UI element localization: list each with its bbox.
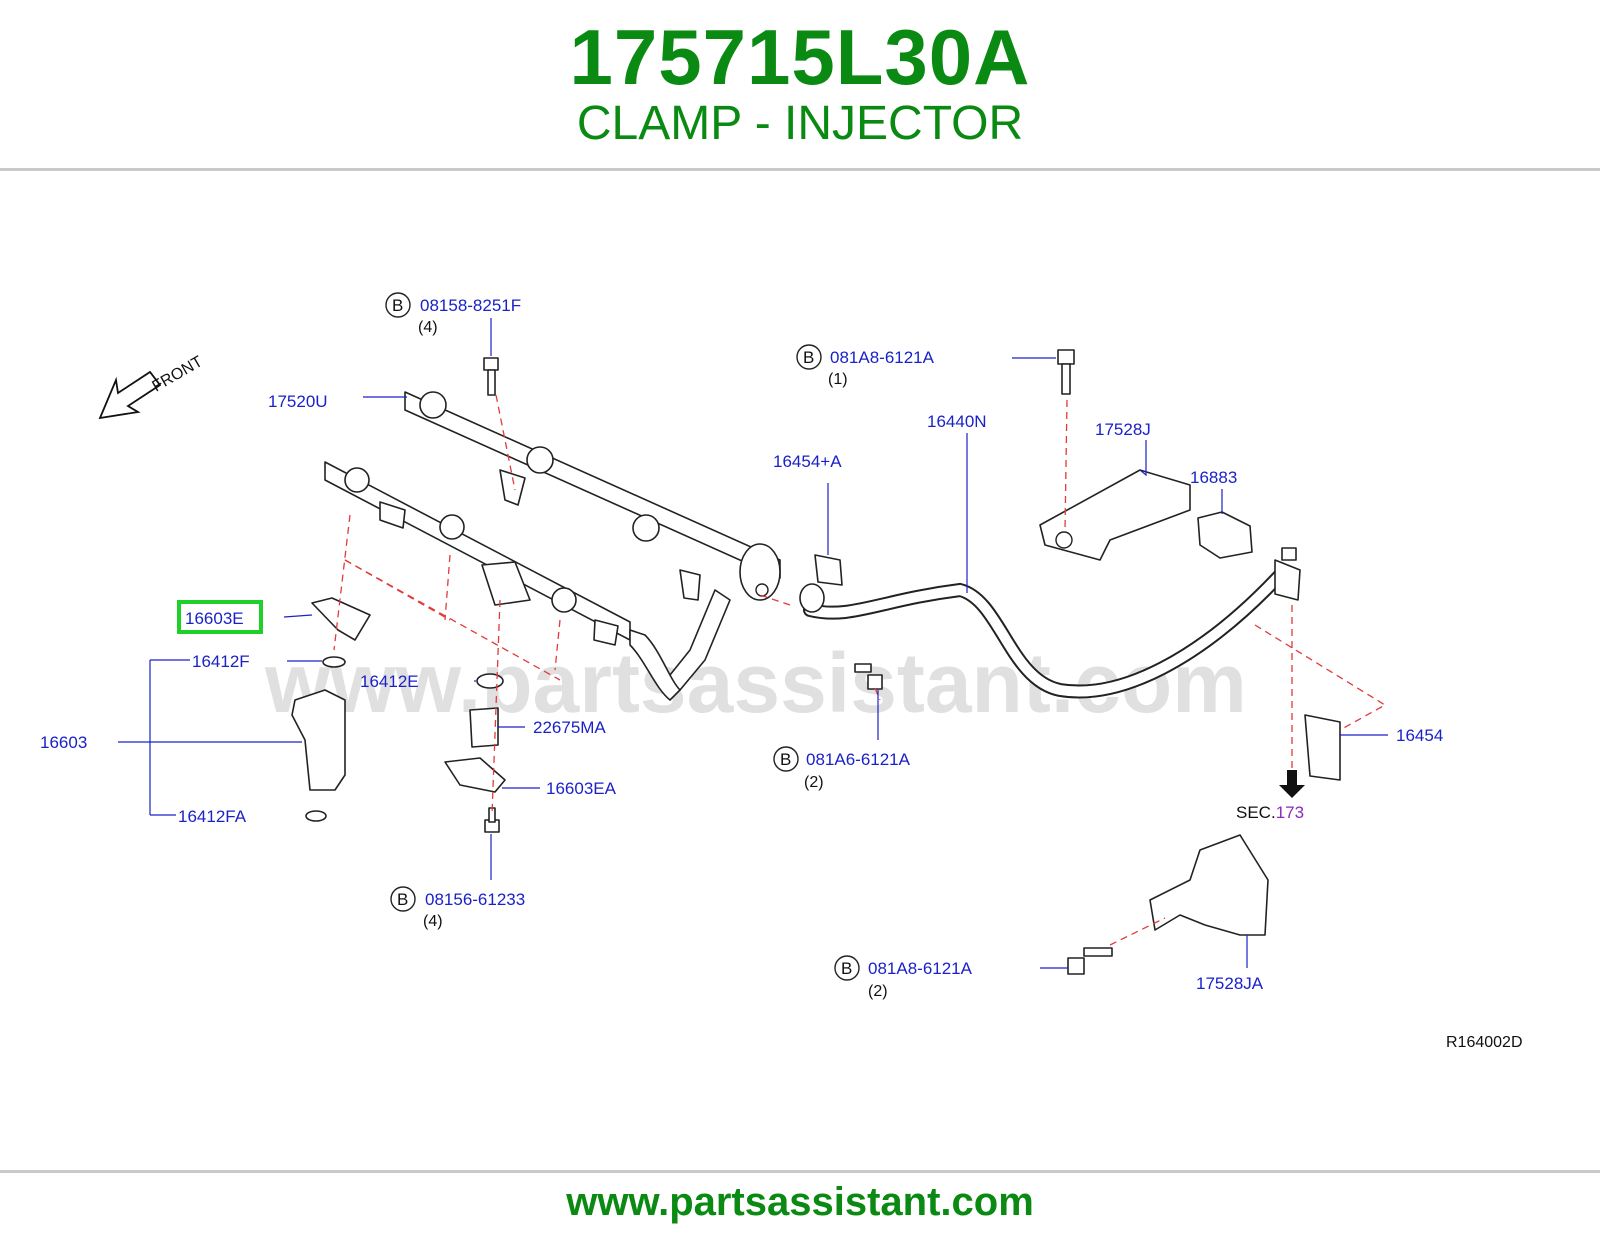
header: 175715L30A CLAMP - INJECTOR bbox=[0, 0, 1600, 168]
injector-clamp bbox=[311, 597, 371, 641]
clamp-16883 bbox=[1197, 511, 1253, 559]
callout-08156-61233[interactable]: 08156-61233 bbox=[425, 890, 525, 909]
callout-16454[interactable]: 16454 bbox=[1396, 726, 1443, 745]
callout-16603ea[interactable]: 16603EA bbox=[546, 779, 617, 798]
callout-16883[interactable]: 16883 bbox=[1190, 468, 1237, 487]
section-arrow-icon bbox=[1279, 770, 1305, 798]
gasket-16603ea bbox=[444, 757, 506, 793]
parts-diagram: www.partsassistant.com FRONT bbox=[40, 292, 1523, 1051]
callout-17528ja[interactable]: 17528JA bbox=[1196, 974, 1264, 993]
callout-qty: (4) bbox=[418, 319, 438, 336]
callout-16603[interactable]: 16603 bbox=[40, 733, 87, 752]
leader-lines bbox=[118, 318, 1388, 969]
callout-081a6-6121a[interactable]: 081A6-6121A bbox=[806, 750, 911, 769]
bolt-icon bbox=[1067, 947, 1113, 975]
bolt-marker-icon: B bbox=[385, 292, 411, 318]
header-divider bbox=[0, 168, 1600, 171]
callout-qty: (1) bbox=[828, 371, 848, 388]
bolt-marker-icon: B bbox=[796, 344, 822, 370]
bolt-marker-icon: B bbox=[834, 955, 860, 981]
hose-clip-lower bbox=[1304, 714, 1341, 781]
bolt-icon bbox=[483, 357, 499, 396]
hose-clip-upper bbox=[814, 554, 843, 586]
part-description: CLAMP - INJECTOR bbox=[576, 97, 1024, 150]
fuel-hose bbox=[799, 547, 1301, 699]
svg-text:B: B bbox=[803, 348, 814, 367]
callout-16454a[interactable]: 16454+A bbox=[773, 452, 842, 471]
footer-divider bbox=[0, 1170, 1600, 1173]
part-number-title: 175715L30A bbox=[569, 13, 1031, 101]
bolt-marker-icon: B bbox=[390, 886, 416, 912]
callout-qty: (4) bbox=[423, 913, 443, 930]
fuel-rail-lower bbox=[324, 461, 681, 701]
bolt-icon bbox=[1057, 349, 1075, 395]
callout-22675ma[interactable]: 22675MA bbox=[533, 718, 606, 737]
highlight-box bbox=[177, 600, 263, 634]
front-label: FRONT bbox=[150, 353, 206, 395]
callout-16440n[interactable]: 16440N bbox=[927, 412, 987, 431]
fuel-injector bbox=[291, 689, 346, 791]
watermark: www.partsassistant.com bbox=[264, 636, 1247, 730]
svg-text:B: B bbox=[397, 890, 408, 909]
fuel-rail-upper bbox=[404, 391, 781, 691]
assembly-lines bbox=[333, 394, 1387, 946]
bracket-17528j bbox=[1039, 469, 1191, 561]
callout-qty: (2) bbox=[804, 774, 824, 791]
front-arrow-icon bbox=[98, 370, 162, 420]
footer-website[interactable]: www.partsassistant.com bbox=[566, 1180, 1034, 1224]
callout-sec[interactable]: SEC.173 bbox=[1236, 803, 1304, 822]
bolt-marker-icon: B bbox=[773, 746, 799, 772]
o-ring-16412fa bbox=[305, 810, 327, 822]
svg-text:B: B bbox=[780, 750, 791, 769]
callout-16412e[interactable]: 16412E bbox=[360, 672, 419, 691]
insulator-22675ma bbox=[469, 707, 499, 748]
seal-16412e bbox=[476, 673, 504, 689]
callout-081a8-6121a-bottom[interactable]: 081A8-6121A bbox=[868, 959, 973, 978]
callout-16412fa[interactable]: 16412FA bbox=[178, 807, 247, 826]
callout-17520u[interactable]: 17520U bbox=[268, 392, 328, 411]
bolt-icon bbox=[484, 807, 500, 833]
callout-08158-8251f[interactable]: 08158-8251F bbox=[420, 296, 521, 315]
callout-17528j[interactable]: 17528J bbox=[1095, 420, 1151, 439]
callout-16603e[interactable]: 16603E bbox=[185, 609, 244, 628]
diagram-code: R164002D bbox=[1446, 1034, 1523, 1051]
svg-text:B: B bbox=[841, 959, 852, 978]
callout-081a8-6121a-top[interactable]: 081A8-6121A bbox=[830, 348, 935, 367]
o-ring-16412f bbox=[322, 656, 346, 668]
callout-qty: (2) bbox=[868, 983, 888, 1000]
bracket-17528ja bbox=[1149, 834, 1269, 936]
svg-text:B: B bbox=[392, 296, 403, 315]
callout-16412f[interactable]: 16412F bbox=[192, 652, 250, 671]
